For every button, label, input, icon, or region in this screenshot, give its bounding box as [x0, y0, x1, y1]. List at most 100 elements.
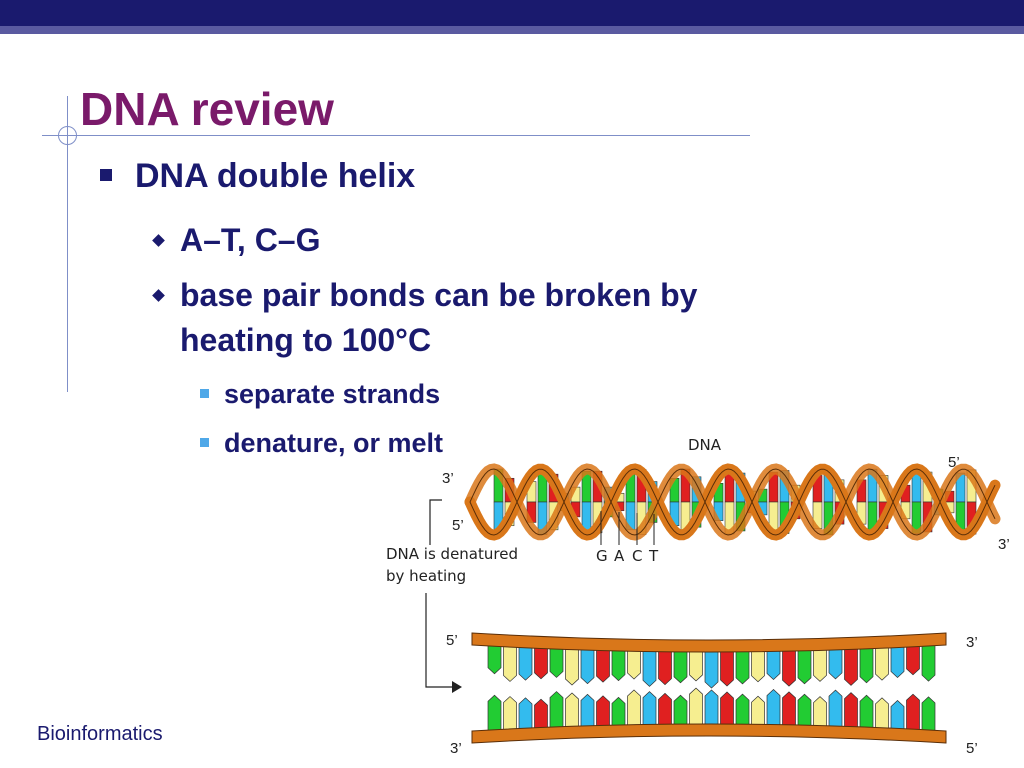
- strand-base: [627, 689, 641, 728]
- strand-base: [766, 649, 781, 680]
- strand-base: [549, 691, 564, 730]
- bullet-text: A–T, C–G: [180, 222, 321, 258]
- strand-end-label: 5’: [446, 632, 458, 649]
- strand-base: [549, 646, 564, 678]
- strand-base: [580, 647, 595, 685]
- diamond-bullet-icon: [152, 234, 165, 247]
- strand-base: [518, 697, 533, 732]
- separated-strand-top: [471, 632, 947, 689]
- strand-base: [673, 694, 688, 727]
- base-letter-label: A: [614, 547, 625, 565]
- square-bullet-icon: [200, 389, 209, 398]
- arrow-line: [425, 593, 452, 688]
- strand-base: [580, 693, 595, 729]
- strand-base: [627, 648, 641, 680]
- strand-backbone: [471, 723, 947, 744]
- arrow-head-icon: [452, 681, 462, 693]
- strand-base: [906, 693, 920, 732]
- backbone-outline: [469, 468, 996, 536]
- base-letter-label: C: [632, 547, 642, 565]
- strand-base: [503, 644, 517, 682]
- bracket-line: [429, 499, 442, 545]
- base-letter-pointers: [600, 511, 655, 545]
- strand-base: [921, 696, 936, 733]
- bullet-text: DNA double helix: [135, 157, 416, 195]
- strand-base: [844, 647, 858, 686]
- strand-base: [828, 689, 843, 729]
- strand-end-label: 5’: [948, 454, 960, 471]
- strand-base: [782, 691, 796, 728]
- strand-base: [534, 698, 548, 731]
- strand-base: [611, 696, 626, 728]
- strand-base: [797, 693, 812, 728]
- strand-base: [782, 648, 796, 687]
- caption-line: DNA is denatured: [386, 545, 518, 563]
- diamond-bullet-icon: [152, 289, 165, 302]
- strand-base: [611, 648, 626, 682]
- caption-line: by heating: [386, 567, 466, 585]
- strand-end-label: 3’: [442, 470, 454, 487]
- strand-base: [565, 646, 579, 686]
- strand-base: [751, 695, 765, 727]
- strand-base: [487, 643, 502, 675]
- strand-base: [735, 693, 750, 727]
- strand-base: [813, 696, 827, 728]
- figure-heading: DNA: [688, 436, 722, 454]
- header-stripe: [0, 26, 1024, 34]
- strand-base: [596, 647, 610, 683]
- strand-base: [875, 645, 889, 681]
- strand-base: [859, 646, 874, 684]
- strand-base: [720, 649, 734, 687]
- strand-base: [689, 687, 703, 727]
- strand-base: [658, 649, 672, 686]
- strand-end-label: 3’: [966, 634, 978, 651]
- strand-base: [751, 649, 765, 683]
- strand-base: [518, 644, 533, 681]
- strand-end-label: 3’: [450, 740, 462, 757]
- strand-base: [828, 647, 843, 680]
- strand-base: [642, 648, 657, 687]
- strand-base: [503, 696, 517, 732]
- title-rule: [42, 135, 750, 136]
- strand-base: [797, 648, 812, 685]
- base-letter-label: T: [648, 547, 659, 565]
- bullet-text: base pair bonds can be broken by heating…: [180, 277, 698, 358]
- strand-end-label: 3’: [998, 536, 1010, 553]
- strand-base: [890, 645, 905, 678]
- strand-end-label: 5’: [452, 517, 464, 534]
- base-letter-label: G: [596, 547, 608, 565]
- rule-corner-circle: [58, 126, 77, 145]
- strand-base: [875, 697, 889, 731]
- strand-backbone: [471, 632, 947, 653]
- helix-backbone: [464, 463, 1001, 541]
- strand-base: [534, 645, 548, 680]
- side-rule: [67, 96, 68, 392]
- strand-base: [735, 649, 750, 685]
- footer-text: Bioinformatics: [37, 723, 163, 745]
- strand-base: [766, 689, 781, 727]
- slide-title: DNA review: [80, 83, 334, 135]
- strand-base: [658, 692, 672, 727]
- strand-base: [906, 644, 920, 676]
- strand-base: [813, 648, 827, 682]
- strand-base: [673, 649, 688, 684]
- strand-end-label: 5’: [966, 740, 978, 757]
- dna-denaturation-figure: DNA 3’ 5’ 5’ 3’ G A C T DNA is denatured…: [386, 436, 1010, 757]
- strand-base: [565, 692, 579, 730]
- strand-base: [921, 643, 936, 682]
- strand-base: [596, 695, 610, 729]
- strand-base: [859, 694, 874, 730]
- backbone-outline: [469, 468, 996, 536]
- bullet-text: separate strands: [224, 379, 441, 409]
- separated-strand-bottom: [471, 687, 947, 744]
- strand-base: [844, 692, 858, 729]
- square-bullet-icon: [100, 169, 112, 181]
- strand-base: [642, 691, 657, 728]
- strand-base: [704, 689, 719, 727]
- strand-base: [689, 649, 703, 682]
- square-bullet-icon: [200, 438, 209, 447]
- strand-base: [890, 700, 905, 731]
- strand-base: [487, 694, 502, 733]
- strand-base: [720, 691, 734, 727]
- strand-base: [704, 649, 719, 689]
